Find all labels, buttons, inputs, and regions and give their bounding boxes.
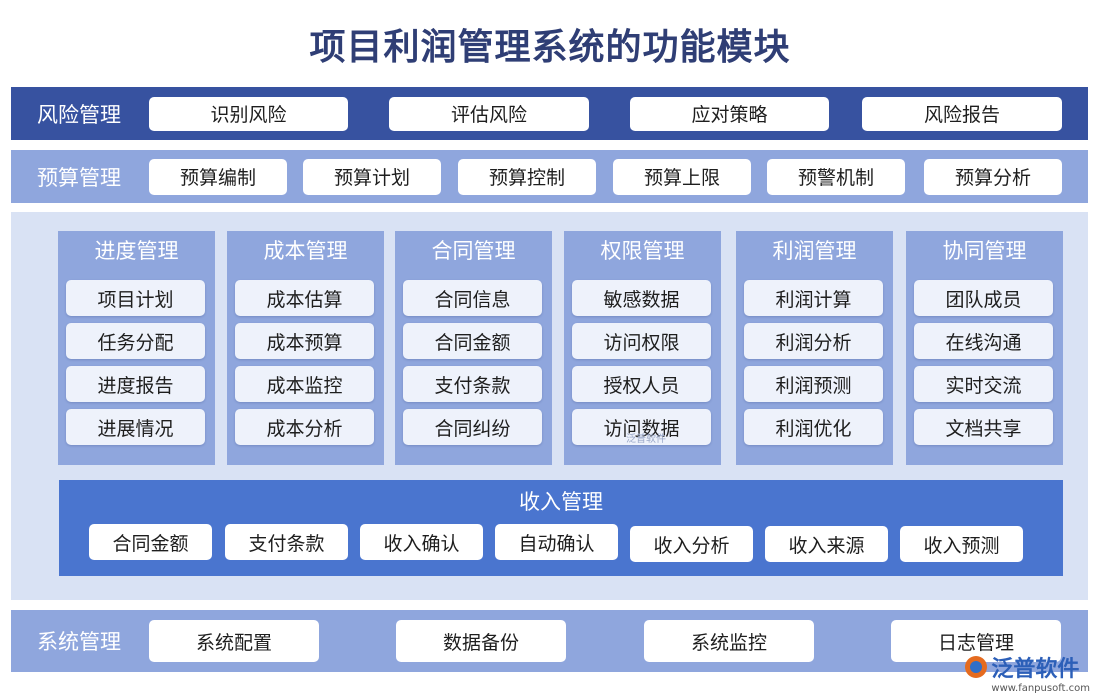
column-item: 成本预算: [235, 323, 374, 359]
risk-item: 应对策略: [630, 96, 829, 131]
column-title: 成本管理: [263, 239, 348, 263]
income-item: 收入来源: [765, 526, 888, 562]
income-item: 自动确认: [495, 524, 618, 560]
column-item: 进度报告: [66, 366, 205, 402]
risk-item: 风险报告: [862, 96, 1062, 131]
system-management-band: 系统管理 系统配置 数据备份 系统监控 日志管理: [11, 610, 1088, 672]
income-management-block: 收入管理 合同金额 支付条款 收入确认 自动确认 收入分析 收入来源 收入预测: [59, 480, 1063, 576]
column-item: 合同金额: [403, 323, 542, 359]
system-item: 系统监控: [644, 620, 814, 662]
budget-item: 预算编制: [149, 158, 287, 195]
column-item: 在线沟通: [914, 323, 1053, 359]
column-item: 项目计划: [66, 280, 205, 316]
column-item: 利润分析: [744, 323, 883, 359]
risk-management-label: 风险管理: [37, 102, 121, 127]
column-item: 成本监控: [235, 366, 374, 402]
column-item: 授权人员: [572, 366, 711, 402]
income-item: 收入分析: [630, 526, 753, 562]
risk-item: 识别风险: [149, 96, 348, 131]
column-title: 进度管理: [94, 239, 179, 263]
column-item: 利润优化: [744, 409, 883, 445]
income-management-title: 收入管理: [519, 490, 603, 514]
column-item: 团队成员: [914, 280, 1053, 316]
watermark-text: 泛普软件: [626, 434, 666, 445]
schedule-management-column: 进度管理 项目计划 任务分配 进度报告 进展情况: [58, 231, 215, 465]
collaboration-management-column: 协同管理 团队成员 在线沟通 实时交流 文档共享: [906, 231, 1063, 465]
income-item: 支付条款: [225, 524, 348, 560]
diagram-title: 项目利润管理系统的功能模块: [309, 26, 791, 68]
income-item: 合同金额: [89, 524, 212, 560]
column-item: 访问数据: [572, 409, 711, 445]
budget-item: 预警机制: [767, 158, 905, 195]
column-item: 利润预测: [744, 366, 883, 402]
system-item: 日志管理: [891, 620, 1061, 662]
budget-item: 预算上限: [613, 158, 751, 195]
column-title: 权限管理: [600, 239, 685, 263]
column-title: 合同管理: [431, 239, 516, 263]
column-item: 合同信息: [403, 280, 542, 316]
column-item: 实时交流: [914, 366, 1053, 402]
column-item: 进展情况: [66, 409, 205, 445]
column-item: 敏感数据: [572, 280, 711, 316]
risk-management-band: 风险管理 识别风险 评估风险 应对策略 风险报告: [11, 87, 1088, 140]
column-item: 任务分配: [66, 323, 205, 359]
column-title: 协同管理: [942, 239, 1027, 263]
system-item: 系统配置: [149, 620, 319, 662]
brand-url: www.fanpusoft.com: [991, 683, 1090, 694]
risk-item: 评估风险: [389, 96, 589, 131]
column-item: 成本分析: [235, 409, 374, 445]
column-item: 成本估算: [235, 280, 374, 316]
system-management-label: 系统管理: [37, 630, 121, 654]
column-item: 文档共享: [914, 409, 1053, 445]
system-item: 数据备份: [396, 620, 566, 662]
profit-management-column: 利润管理 利润计算 利润分析 利润预测 利润优化: [736, 231, 893, 465]
income-item: 收入确认: [360, 524, 483, 560]
budget-management-band: 预算管理 预算编制 预算计划 预算控制 预算上限 预警机制 预算分析: [11, 150, 1088, 203]
brand-name: 泛普软件: [991, 656, 1080, 682]
budget-item: 预算控制: [458, 158, 596, 195]
column-item: 支付条款: [403, 366, 542, 402]
cost-management-column: 成本管理 成本估算 成本预算 成本监控 成本分析: [227, 231, 384, 465]
column-item: 合同纠纷: [403, 409, 542, 445]
brand-logo-icon: [965, 656, 988, 678]
column-title: 利润管理: [772, 239, 857, 263]
budget-item: 预算分析: [924, 158, 1062, 195]
core-modules-panel: 进度管理 项目计划 任务分配 进度报告 进展情况 成本管理 成本估算 成本预算 …: [11, 212, 1088, 600]
budget-management-label: 预算管理: [37, 165, 121, 190]
permission-management-column: 权限管理 敏感数据 访问权限 授权人员 访问数据: [564, 231, 721, 465]
brand-logo: 泛普软件 www.fanpusoft.com: [965, 651, 1090, 694]
contract-management-column: 合同管理 合同信息 合同金额 支付条款 合同纠纷: [395, 231, 552, 465]
column-item: 利润计算: [744, 280, 883, 316]
income-item: 收入预测: [900, 526, 1023, 562]
column-item: 访问权限: [572, 323, 711, 359]
budget-item: 预算计划: [303, 158, 441, 195]
